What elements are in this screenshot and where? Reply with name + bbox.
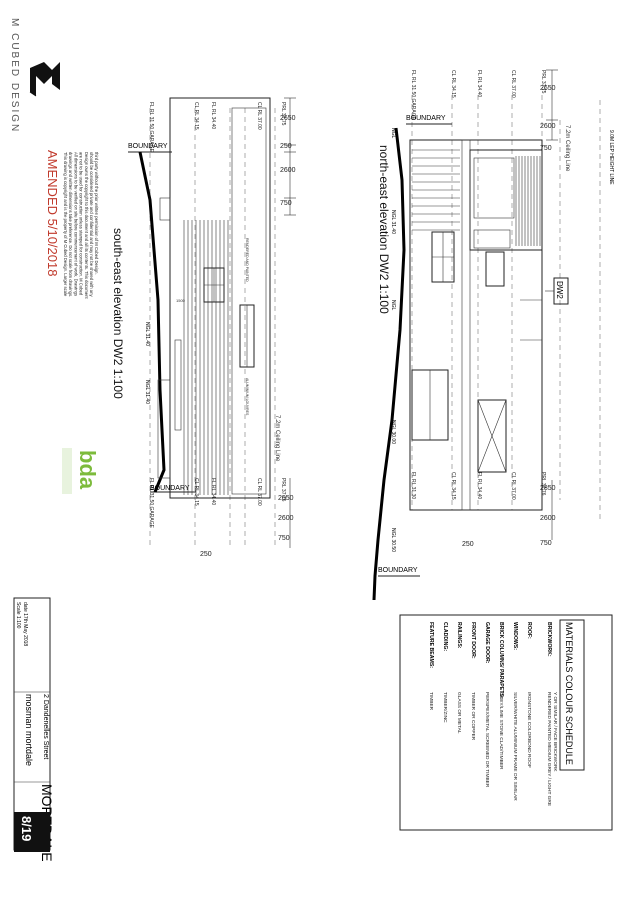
ne-dim-bottom: 2850 — [540, 485, 556, 492]
tb-sheet: 8/19 — [19, 816, 34, 841]
se-level-bottom: FL RL 34.40 — [210, 478, 216, 505]
se-note-1: 1500 — [176, 298, 186, 303]
ne-level-bottom: PRL 37.76 — [540, 472, 546, 496]
tb-date: date 17th May 2018 — [22, 602, 28, 646]
schedule-row-value: RENDERED PAINTED MEDIUM GREY / LIGHT GRE — [546, 692, 552, 806]
disclaimer-line: should be considered private and confide… — [89, 152, 94, 297]
schedule-row-label: ROOF: — [526, 622, 532, 639]
tb-address: 2 Dandenelles Street — [42, 694, 49, 759]
bda-logo-icon: bda — [62, 448, 100, 494]
se-ngl-2: NGL 31.40 — [144, 380, 150, 404]
ne-ngl-label: NGL — [390, 300, 396, 311]
schedule-row-label: GARAGE DOOR: — [484, 622, 490, 664]
schedule-row-value: IRONSTONE COLORBOND ROOF — [526, 692, 532, 768]
se-dim-top: 2650 — [280, 115, 296, 122]
disclaimer-line: All dimensions to be verified on site be… — [73, 152, 78, 296]
se-notes: RENDERED AND PAINTED 1500 ALUMINIUM LOUV… — [176, 238, 249, 416]
se-level-bottom: CL RL 37.00 — [256, 478, 262, 506]
brand-side-text: M CUBED DESIGN — [9, 18, 20, 133]
ne-height-limit: 9.0M LEP HEIGHT LINE — [608, 130, 614, 185]
se-boundary-top: BOUNDARY — [128, 143, 168, 150]
ne-dim-bottom: 750 — [540, 540, 552, 547]
ne-dim-top: 750 — [540, 145, 552, 152]
tb-scale: Scale 1:100 — [15, 602, 21, 629]
ne-ngl-label: NGL 30.50 — [390, 528, 396, 552]
ne-ceiling-line: 7.2m Ceiling Line — [564, 125, 570, 172]
schedule-row-value: SILVER/WHITE ALUMINIUM FRAME OR SIMILAR — [512, 692, 518, 801]
se-level-top: CL RL 37.00 — [256, 102, 262, 130]
se-ceiling-line: 7.2m Ceiling Line — [274, 415, 280, 462]
south-east-elevation: 2650 250 2600 750 2650 2600 750 250 FL RL 31.… — [111, 97, 296, 558]
ne-level-bottom: FL RL 34.40 — [476, 472, 482, 499]
ne-level-top: CL RL 34.15 — [450, 70, 456, 98]
se-level-top: FL RL 34.40 — [210, 102, 216, 129]
se-ngl-1: NGL 31.40 — [144, 322, 150, 346]
se-dim-top: 250 — [280, 143, 292, 150]
amended-text: AMENDED 5/10/2018 — [45, 150, 60, 276]
se-dim-top: 2600 — [280, 167, 296, 174]
ne-tag: DW2 — [555, 281, 564, 299]
brand-logo-icon — [29, 62, 60, 97]
ne-dim-250: 250 — [462, 541, 474, 548]
ne-dim-top: 2650 — [540, 85, 556, 92]
se-dim-bottom: 2650 — [278, 495, 294, 502]
se-title: south-east elevation DW2 1:100 — [111, 228, 125, 399]
schedule-row-value: PERSPEX/METAL SCREENED OR TIMBER — [484, 692, 490, 788]
ne-level-bottom: FL RL 31.30 — [410, 472, 416, 499]
ne-dim-bottom: 2600 — [540, 515, 556, 522]
ne-ngl-label: NGL 31.40 — [390, 210, 396, 234]
se-level-top: CL RL 34.15 — [193, 102, 199, 130]
schedule-row-label: RAILINGS: — [456, 622, 462, 649]
schedule-row-label: FEATURE BEAMS: — [428, 622, 434, 668]
ne-boundary-top: BOUNDARY — [406, 115, 446, 122]
brand-strip: M CUBED DESIGN — [9, 18, 60, 133]
schedule-title: MATERIALS COLOUR SCHEDULE — [564, 622, 574, 765]
schedule-row-label: CLADDING: — [442, 622, 448, 651]
disclaimer-block: This drawing is copyright and is the pro… — [63, 152, 99, 299]
se-level-bottom: PRL 37.75 — [280, 478, 286, 502]
title-block: Scale 1:100 date 17th May 2018 mosman mo… — [13, 597, 55, 862]
disclaimer-line: third party without the prior written pe… — [94, 152, 99, 275]
ne-level-top: FL RL 31.50 GARAGE — [410, 70, 416, 121]
se-dim-250: 250 — [200, 551, 212, 558]
ne-title: north-east elevation DW2 1:100 — [377, 145, 391, 314]
schedule-row-value: TIMBER/ZINC — [442, 692, 448, 723]
schedule-row-value: TIMBER OR COPPER — [470, 692, 476, 741]
ne-level-bottom: CL RL 34.15 — [450, 472, 456, 500]
schedule-row-value: TIMBER — [428, 692, 434, 711]
bda-text: bda — [75, 450, 100, 490]
disclaimer-line: drawings and written dimensions take pre… — [68, 152, 73, 297]
se-level-top: PRL 37.75 — [280, 102, 286, 126]
ne-dim-top: 2600 — [540, 123, 556, 130]
schedule-row-label: FRONT DOOR: — [470, 622, 476, 659]
schedule-row-value: GREY/LIME STONE CLAD/TIMBER — [498, 692, 504, 770]
se-dim-bottom: 750 — [278, 535, 290, 542]
schedule-row-label: BRICK COLUMNS/ PARAPETS: — [498, 622, 504, 699]
disclaimer-line: are not to be used for construction unle… — [79, 152, 84, 296]
north-east-elevation: 2650 2600 750 2850 2600 750 250 FL RL 31.50 … — [372, 69, 614, 601]
schedule-row-value: GLASS OR METAL — [456, 692, 462, 734]
disclaimer-line: This drawing is copyright and is the pro… — [63, 152, 68, 297]
ne-level-top: FL RL 34.40 — [476, 70, 482, 97]
ne-ngl-label: NGL — [390, 128, 396, 139]
schedule-row-label: BRICKWORK: — [546, 622, 552, 657]
ne-level-top: CL RL 37.00 — [510, 70, 516, 98]
se-level-bottom: FL RL 31.50 GARAGE — [148, 478, 154, 529]
ne-boundary-bottom: BOUNDARY — [378, 567, 418, 574]
se-note-0: RENDERED AND PAINTED — [245, 238, 249, 282]
se-note-2: ALUMINIUM LOUVRES — [245, 378, 249, 416]
materials-schedule: MATERIALS COLOUR SCHEDULE BRICKWORK: REND… — [399, 614, 613, 831]
se-dim-top: 750 — [280, 200, 292, 207]
se-level-top: FL RL 31.50 GARAGE — [148, 102, 154, 153]
schedule-row-value: Y OR SIMILAR / FACE BRICKWORK — [552, 692, 558, 772]
ne-level-bottom: CL RL 37.00 — [510, 472, 516, 500]
disclaimer-line: Design owns the copyright to this docume… — [84, 152, 89, 299]
se-dim-bottom: 2600 — [278, 515, 294, 522]
schedule-row-label: WINDOWS: — [512, 622, 518, 650]
tb-project: mosman mortdale — [24, 694, 34, 766]
ne-level-top: PRL 37.75 — [540, 70, 546, 94]
ne-ngl-label: NGL 30.00 — [390, 420, 396, 444]
